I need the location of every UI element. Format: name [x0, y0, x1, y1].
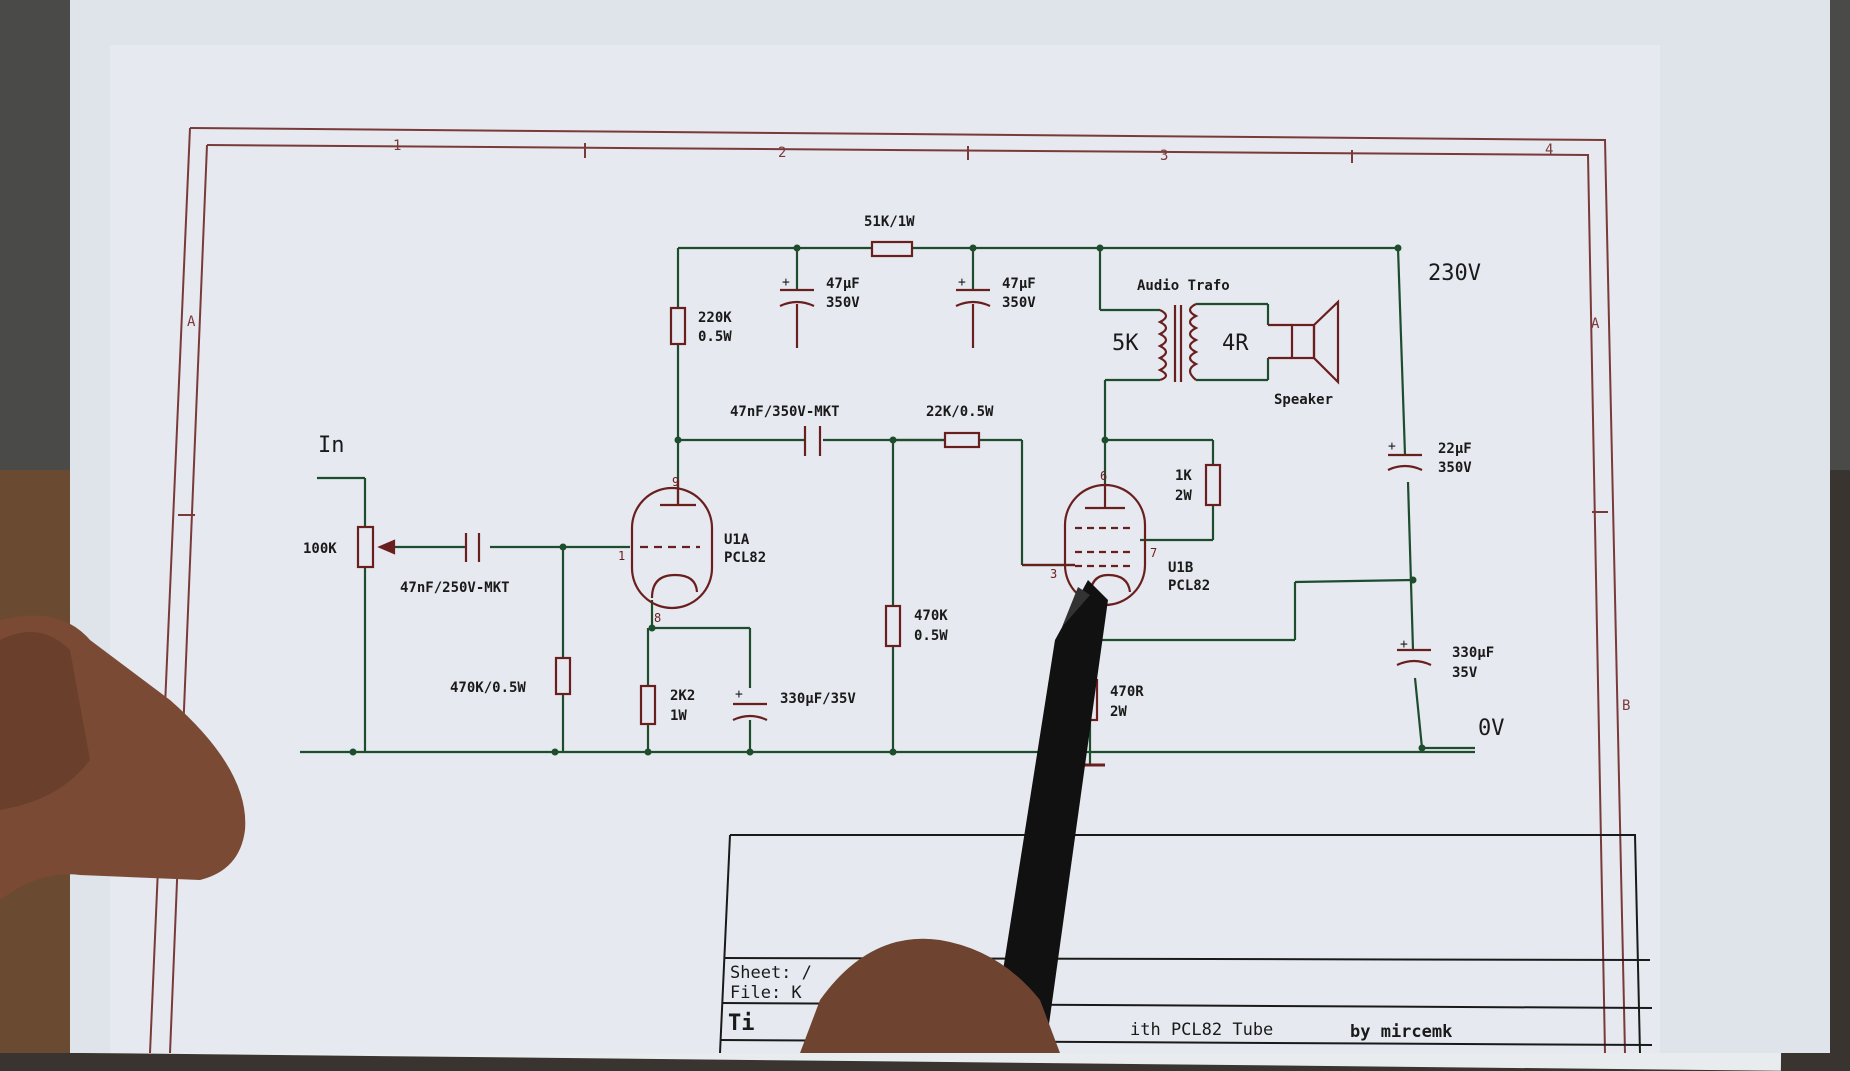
- label-r-cath2-value: 470R: [1110, 684, 1144, 700]
- pin-u1a-plate: 9: [672, 475, 679, 489]
- potentiometer-100k: [356, 525, 375, 569]
- resistor-470k-grid2: [884, 604, 902, 648]
- pin-u1b-plate: 6: [1100, 469, 1107, 483]
- pen: [990, 580, 1108, 1053]
- svg-text:+: +: [1388, 439, 1396, 454]
- frame-col-2: 2: [778, 145, 786, 161]
- label-r-screen-rating: 2W: [1175, 488, 1192, 504]
- tube-u1a: [630, 486, 714, 610]
- component-symbols: [356, 240, 1432, 767]
- frame-col-1: 1: [393, 138, 401, 154]
- label-tube1-type: PCL82: [724, 550, 766, 566]
- title-block-sheet: Sheet: /: [730, 963, 812, 983]
- junctions: [349, 244, 1426, 756]
- title-block-author: by mircemk: [1350, 1022, 1452, 1042]
- svg-text:+: +: [1400, 637, 1408, 652]
- frame-col-4: 4: [1545, 142, 1553, 158]
- label-speaker: Speaker: [1274, 392, 1333, 408]
- label-r-grid2-rating: 0.5W: [914, 628, 948, 644]
- resistor-51k: [870, 240, 914, 258]
- label-r-cath2-rating: 2W: [1110, 704, 1127, 720]
- label-c-res1-rating: 350V: [1438, 460, 1472, 476]
- label-tube1-ref: U1A: [724, 532, 750, 548]
- frame-row-a-right: A: [1591, 316, 1600, 332]
- label-r-grid2-value: 470K: [914, 608, 948, 624]
- labels: 51K/1W 220K 0.5W 47µF 350V 47µF 350V 47n…: [303, 214, 1494, 724]
- label-r-drop: 51K/1W: [864, 214, 915, 230]
- trafo-secondary: [1188, 303, 1199, 381]
- label-tube2-type: PCL82: [1168, 578, 1210, 594]
- drawing-frame: [149, 127, 1626, 1053]
- label-r-cath1-value: 2K2: [670, 688, 695, 704]
- label-r-screen-value: 1K: [1175, 468, 1192, 484]
- label-c-res2-value: 330µF: [1452, 645, 1494, 661]
- label-c-couple: 47nF/350V-MKT: [730, 404, 840, 420]
- title-block-title: ith PCL82 Tube: [1130, 1020, 1273, 1040]
- svg-text:+: +: [735, 687, 743, 702]
- label-r-plate1-rating: 0.5W: [698, 329, 732, 345]
- label-supply-rail: 230V: [1428, 261, 1481, 286]
- label-tube2-ref: U1B: [1168, 560, 1193, 576]
- resistor-22k: [943, 431, 981, 449]
- resistor-220k: [669, 306, 687, 346]
- frame-row-b-right: B: [1622, 698, 1630, 714]
- label-input: In: [318, 433, 345, 458]
- label-c-res2-rating: 35V: [1452, 665, 1478, 681]
- svg-text:+: +: [782, 275, 790, 290]
- resistor-2k2: [639, 684, 657, 726]
- label-c-cath1: 330µF/35V: [780, 691, 856, 707]
- label-r-plate1-value: 220K: [698, 310, 732, 326]
- label-r-grid2-series: 22K/0.5W: [926, 404, 994, 420]
- svg-text:+: +: [958, 275, 966, 290]
- frame-row-a-left: A: [187, 314, 196, 330]
- pin-u1b-screen: 7: [1150, 546, 1157, 560]
- label-c-filter2-value: 47µF: [1002, 276, 1036, 292]
- resistor-470k-grid1: [554, 656, 572, 696]
- hands: [0, 615, 1060, 1053]
- label-trafo-title: Audio Trafo: [1137, 278, 1230, 294]
- pin-u1a-cathode: 8: [654, 611, 661, 625]
- label-r-grid1: 470K/0.5W: [450, 680, 526, 696]
- trafo-primary: [1157, 309, 1168, 382]
- label-trafo-primary: 5K: [1112, 331, 1139, 356]
- print-area: [110, 45, 1660, 1053]
- title-block-title-prefix: Ti: [728, 1011, 755, 1036]
- label-c-filter1-rating: 350V: [826, 295, 860, 311]
- label-ground-rail: 0V: [1478, 716, 1505, 741]
- label-c-filter1-value: 47µF: [826, 276, 860, 292]
- label-pot: 100K: [303, 541, 337, 557]
- pin-u1a-grid: 1: [618, 549, 625, 563]
- label-c-filter2-rating: 350V: [1002, 295, 1036, 311]
- label-r-cath1-rating: 1W: [670, 708, 687, 724]
- resistor-1k: [1204, 463, 1222, 507]
- title-block-file: File: K: [730, 983, 802, 1003]
- label-c-res1-value: 22µF: [1438, 441, 1472, 457]
- label-c-in: 47nF/250V-MKT: [400, 580, 510, 596]
- pin-u1b-grid: 3: [1050, 567, 1057, 581]
- frame-col-3: 3: [1160, 148, 1168, 164]
- label-trafo-secondary: 4R: [1222, 331, 1249, 356]
